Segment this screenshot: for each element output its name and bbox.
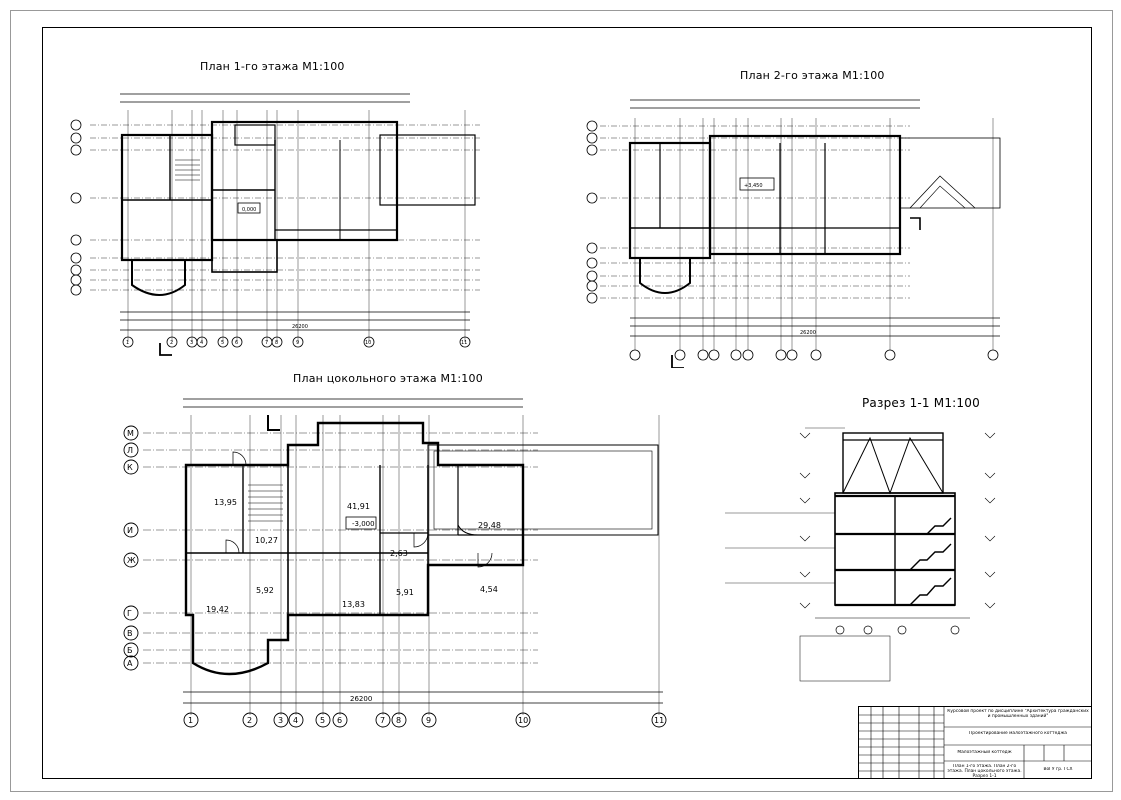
room-25-area: 4,54 bbox=[480, 585, 498, 594]
plan1-level: 0,000 bbox=[242, 207, 256, 213]
axis-1: 1 bbox=[188, 716, 193, 725]
plan2-total: 26200 bbox=[800, 330, 816, 336]
p1-axis-2: 2 bbox=[170, 340, 173, 346]
room-16-area: 5,92 bbox=[256, 586, 274, 595]
axis-G: Г bbox=[127, 609, 132, 618]
axis-Zh: Ж bbox=[127, 556, 136, 565]
plan1-drawing: 0,000 26200 1 2 3 4 5 6 7 8 9 10 11 bbox=[70, 93, 480, 356]
p1-axis-5: 5 bbox=[221, 340, 224, 346]
section-title: Разрез 1-1 М1:100 bbox=[862, 396, 980, 410]
plan2-drawing: +3,450 26200 bbox=[586, 99, 1001, 368]
plan2-level: +3,450 bbox=[744, 183, 763, 189]
basement-drawing: -3,000 13,95 10,27 41,91 29,48 2,63 13,8… bbox=[123, 398, 667, 728]
basement-title: План цокольного этажа М1:100 bbox=[293, 372, 483, 385]
axis-L: Л bbox=[127, 446, 133, 455]
room-22-area: 2,63 bbox=[390, 549, 408, 558]
p1-axis-1: 1 bbox=[126, 340, 129, 346]
room-24-area: 29,48 bbox=[478, 521, 501, 530]
room-21-area: 13,83 bbox=[342, 600, 365, 609]
stamp-org: ВоГУ гр. ГСХ bbox=[1043, 767, 1073, 772]
axis-11: 11 bbox=[654, 716, 664, 725]
axis-5: 5 bbox=[320, 716, 325, 725]
p1-axis-7: 7 bbox=[265, 340, 268, 346]
p1-axis-4: 4 bbox=[200, 340, 203, 346]
p1-axis-6: 6 bbox=[235, 340, 238, 346]
p1-axis-11: 11 bbox=[461, 340, 467, 346]
title-block-grid bbox=[859, 707, 1091, 778]
sheet-outer-border bbox=[10, 10, 1113, 792]
axis-2: 2 bbox=[247, 716, 252, 725]
axis-A: А bbox=[127, 659, 133, 668]
axis-B: Б bbox=[127, 646, 133, 655]
axis-7: 7 bbox=[380, 716, 385, 725]
axis-8: 8 bbox=[396, 716, 401, 725]
stamp-project: Курсовой проект по дисциплине "Архитекту… bbox=[947, 709, 1089, 719]
axis-6: 6 bbox=[337, 716, 342, 725]
drawing-frame bbox=[42, 27, 1092, 779]
stamp-sheet-title: План 1-го этажа. План 2-го этажа. План ц… bbox=[947, 764, 1022, 779]
stamp-subject: Проектирование малоэтажного коттеджа bbox=[968, 731, 1067, 736]
p1-axis-3: 3 bbox=[190, 340, 193, 346]
section-drawing bbox=[725, 427, 996, 682]
p1-axis-10: 10 bbox=[365, 340, 371, 346]
room-18-area: 19,42 bbox=[206, 605, 229, 614]
p1-axis-9: 9 bbox=[296, 340, 299, 346]
axis-M: М bbox=[127, 429, 134, 438]
axis-3: 3 bbox=[278, 716, 283, 725]
axis-4: 4 bbox=[293, 716, 298, 725]
plan1-total: 26200 bbox=[292, 324, 308, 330]
plan2-title: План 2-го этажа М1:100 bbox=[740, 69, 885, 82]
room-17-area: 10,27 bbox=[255, 536, 278, 545]
room-23-area: 5,91 bbox=[396, 588, 414, 597]
axis-I: И bbox=[127, 526, 133, 535]
room-19-area: 13,95 bbox=[214, 498, 237, 507]
room-20-area: 41,91 bbox=[347, 502, 370, 511]
axis-K: К bbox=[127, 463, 133, 472]
p1-axis-8: 8 bbox=[275, 340, 278, 346]
basement-level: -3,000 bbox=[352, 520, 375, 528]
axis-10: 10 bbox=[518, 716, 528, 725]
axis-9: 9 bbox=[426, 716, 431, 725]
basement-total: 26200 bbox=[350, 695, 372, 703]
title-block: Курсовой проект по дисциплине "Архитекту… bbox=[858, 706, 1092, 779]
plan1-title: План 1-го этажа М1:100 bbox=[200, 60, 345, 73]
axis-V: В bbox=[127, 629, 133, 638]
stamp-object: Малоэтажный коттедж bbox=[957, 750, 1012, 755]
